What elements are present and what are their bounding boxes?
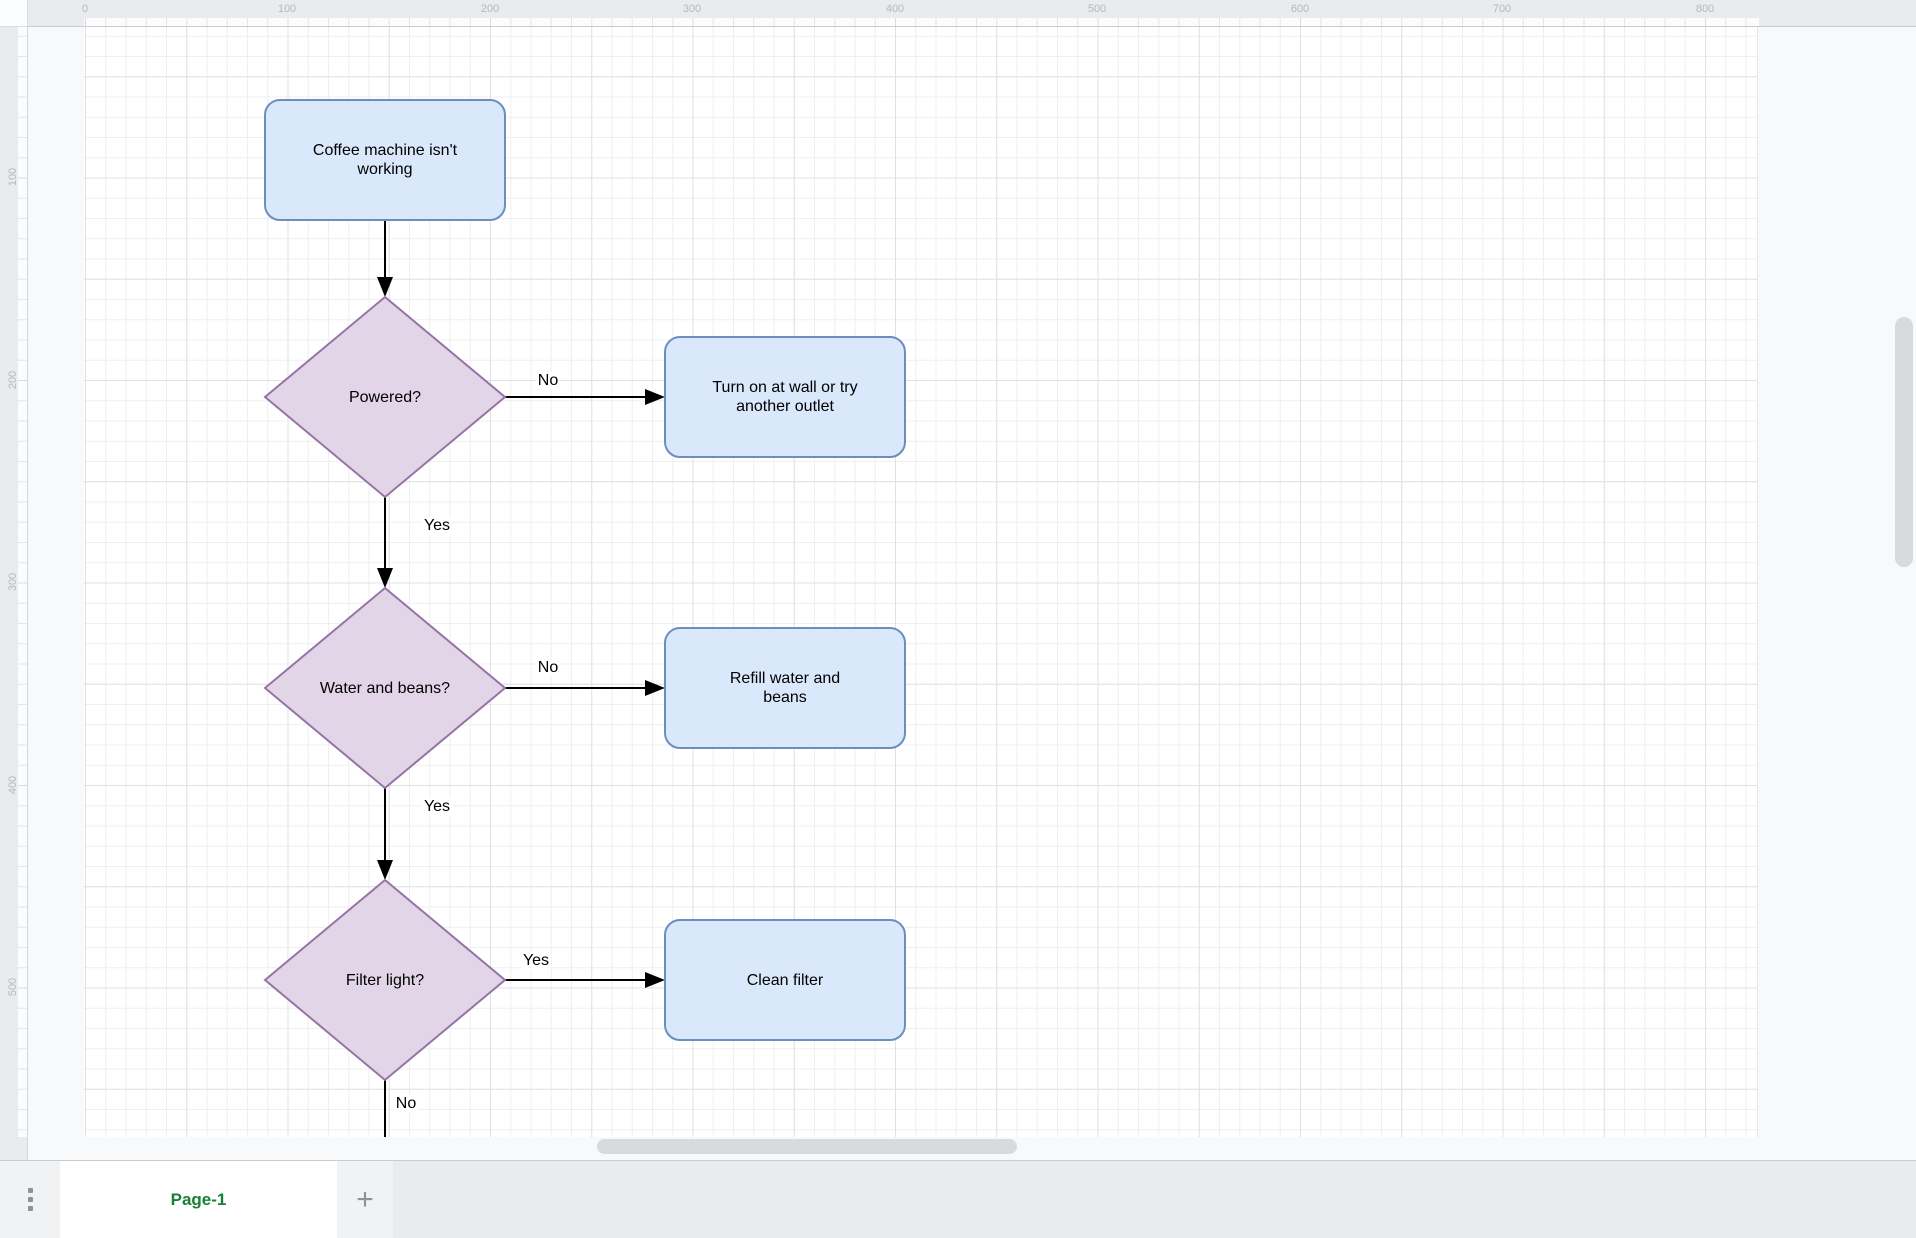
ruler-label-h: 500 xyxy=(1087,3,1107,15)
horizontal-ruler: 0 100 200 300 400 500 600 700 800 xyxy=(28,0,1916,27)
edge-label-powered-yes[interactable]: Yes xyxy=(421,517,453,535)
node-filter-light-decision[interactable] xyxy=(263,878,507,1082)
node-water-and-beans-decision[interactable] xyxy=(263,586,507,790)
edge-powered-yes[interactable] xyxy=(377,497,393,588)
ruler-label-h: 200 xyxy=(480,3,500,15)
arrowhead-icon xyxy=(377,568,393,588)
edge-powered-no[interactable] xyxy=(505,389,665,405)
ruler-label-v: 200 xyxy=(7,370,19,390)
vertical-ruler-page-zone xyxy=(0,27,27,1137)
ruler-label-v: 300 xyxy=(7,572,19,592)
ruler-label-v: 400 xyxy=(7,775,19,795)
horizontal-scrollbar-thumb[interactable] xyxy=(597,1139,1017,1154)
vertical-scrollbar-thumb[interactable] xyxy=(1895,317,1913,567)
node-powered-decision[interactable] xyxy=(263,295,507,499)
flowchart-layer xyxy=(263,99,906,1137)
ruler-label-h: 100 xyxy=(277,3,297,15)
ruler-label-v: 100 xyxy=(7,167,19,187)
edge-filter-yes[interactable] xyxy=(505,972,665,988)
node-refill-water-and-beans[interactable] xyxy=(664,627,906,749)
arrowhead-icon xyxy=(377,860,393,880)
node-clean-filter[interactable] xyxy=(664,919,906,1041)
edge-label-filter-no[interactable]: No xyxy=(393,1095,419,1113)
ruler-label-h: 300 xyxy=(682,3,702,15)
arrowhead-icon xyxy=(645,680,665,696)
node-turn-on-at-wall[interactable] xyxy=(664,336,906,458)
ruler-label-h: 400 xyxy=(885,3,905,15)
vertical-ruler: 100 200 300 400 500 xyxy=(0,27,28,1160)
ruler-label-h: 700 xyxy=(1492,3,1512,15)
pages-menu-button[interactable] xyxy=(0,1161,60,1238)
edge-water-no[interactable] xyxy=(505,680,665,696)
ruler-corner xyxy=(0,0,28,27)
add-page-button[interactable]: + xyxy=(337,1161,393,1238)
edge-start-to-powered[interactable] xyxy=(377,220,393,297)
ruler-label-h: 0 xyxy=(81,3,89,15)
page-tabs-bar: Page-1 + xyxy=(0,1160,1916,1238)
drawing-canvas[interactable]: Coffee machine isn't working Powered? Tu… xyxy=(28,27,1916,1160)
edge-label-water-no[interactable]: No xyxy=(535,659,561,677)
edge-water-yes[interactable] xyxy=(377,788,393,880)
edge-label-filter-yes[interactable]: Yes xyxy=(520,952,552,970)
arrowhead-icon xyxy=(377,277,393,297)
node-coffee-machine-not-working[interactable] xyxy=(264,99,506,221)
edge-label-powered-no[interactable]: No xyxy=(535,372,561,390)
arrowhead-icon xyxy=(645,972,665,988)
ruler-label-h: 600 xyxy=(1290,3,1310,15)
ruler-label-h: 800 xyxy=(1695,3,1715,15)
ruler-label-v: 500 xyxy=(7,977,19,997)
edge-label-water-yes[interactable]: Yes xyxy=(421,798,453,816)
arrowhead-icon xyxy=(645,389,665,405)
horizontal-ruler-page-zone xyxy=(84,0,1759,26)
tab-page-1[interactable]: Page-1 xyxy=(60,1161,337,1238)
vertical-dots-icon xyxy=(27,1188,33,1211)
